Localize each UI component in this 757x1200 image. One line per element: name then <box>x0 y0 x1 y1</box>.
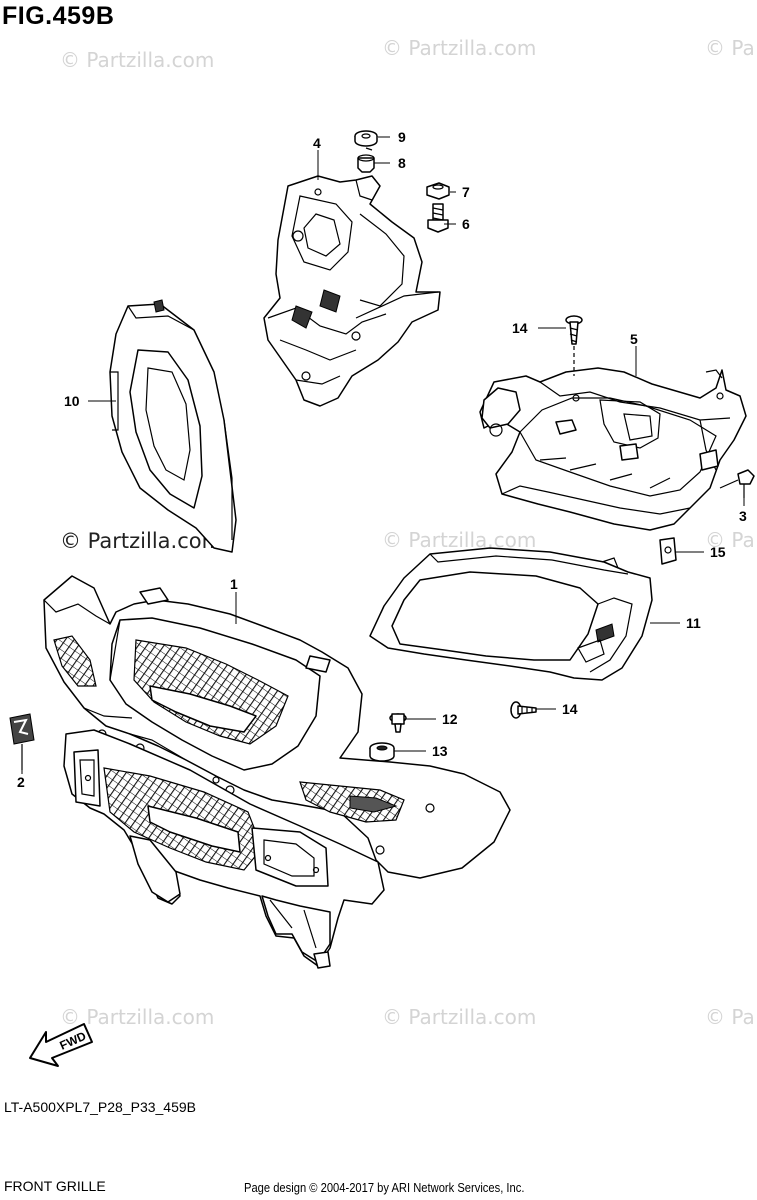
watermark: © Partzilla.com <box>382 36 537 60</box>
lower-cover-part <box>479 367 747 531</box>
watermark: © Partzilla.com <box>382 528 537 552</box>
screw-washer-part <box>389 713 407 733</box>
nut-clip-part <box>659 537 677 565</box>
fwd-arrow: FWD <box>29 1023 93 1067</box>
watermark: © Partzilla.com <box>382 1005 537 1029</box>
callout-3: 3 <box>739 508 747 524</box>
watermark: © Pa <box>705 36 755 60</box>
right-grille-garnish-part <box>369 547 653 681</box>
figure-subtitle: FRONT GRILLE <box>4 1178 106 1194</box>
callout-6: 6 <box>462 216 470 232</box>
headlight-bracket-part <box>263 175 441 407</box>
watermark: © Pa <box>705 528 755 552</box>
callout-15: 15 <box>710 544 726 560</box>
screw-part <box>565 315 583 376</box>
watermark: © Pa <box>705 1005 755 1029</box>
callout-10: 10 <box>64 393 80 409</box>
callout-1: 1 <box>230 576 238 592</box>
watermark: © Partzilla.com <box>60 1005 215 1029</box>
callout-8: 8 <box>398 155 406 171</box>
callout-13: 13 <box>432 743 448 759</box>
page-credit: Page design © 2004-2017 by ARI Network S… <box>244 1180 525 1195</box>
callout-9: 9 <box>398 129 406 145</box>
screw-part <box>510 701 537 719</box>
callout-14-top: 14 <box>512 320 528 336</box>
callout-4: 4 <box>313 135 321 151</box>
front-grille-body-part <box>43 575 511 969</box>
grommet-part <box>369 742 395 762</box>
leader-lines <box>21 136 745 774</box>
hardware-stack <box>354 130 450 233</box>
watermark: © Partzilla.com <box>60 48 215 72</box>
callout-11: 11 <box>686 615 701 631</box>
callout-14-bottom: 14 <box>562 701 578 717</box>
emblem-part <box>9 713 35 770</box>
figure-title: FIG.459B <box>2 2 115 30</box>
model-code: LT-A500XPL7_P28_P33_459B <box>4 1099 197 1115</box>
watermark-center: © Partzilla.com <box>60 529 223 553</box>
callout-12: 12 <box>442 711 458 727</box>
left-grille-garnish-part <box>109 299 237 553</box>
callout-labels: 4 9 8 7 6 5 14 10 1 2 3 15 11 12 13 14 <box>17 129 747 790</box>
callout-2: 2 <box>17 774 25 790</box>
callout-5: 5 <box>630 331 638 347</box>
callout-7: 7 <box>462 184 470 200</box>
clip-part <box>719 469 755 498</box>
